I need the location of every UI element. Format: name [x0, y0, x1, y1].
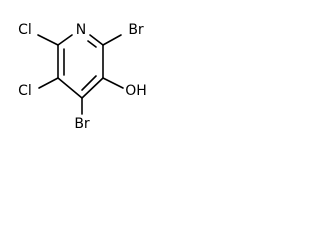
molecule-structure: N Br OH Br Cl Cl: [18, 22, 147, 132]
bromine-atom-top: Br: [128, 22, 144, 38]
bond-n1-c2: [89, 34, 104, 46]
double-bond-inner-c3-c4: [81, 75, 97, 91]
substituent-bonds: [37, 34, 124, 115]
nitrogen-atom: N: [76, 22, 86, 38]
bond-c5-cl: [38, 77, 59, 89]
bond-c4-c5: [57, 77, 83, 99]
chlorine-atom-lower: Cl: [18, 83, 32, 99]
bond-c3-oh: [102, 77, 124, 89]
bromine-atom-bottom: Br: [74, 116, 90, 132]
hydroxyl-group: OH: [125, 83, 147, 99]
chlorine-atom-upper: Cl: [18, 22, 32, 38]
atom-labels: N Br OH Br Cl Cl: [18, 22, 147, 132]
bond-c6-n1: [57, 34, 73, 46]
double-bond-inner-n1-c2: [87, 40, 97, 48]
ring-bonds: [57, 34, 104, 99]
bond-c6-cl: [37, 34, 59, 46]
bond-c3-c4: [81, 77, 104, 99]
bond-c2-br: [102, 34, 122, 46]
